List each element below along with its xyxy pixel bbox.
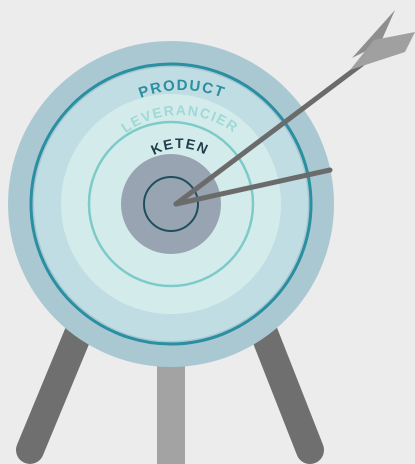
bullseye [121, 154, 221, 254]
